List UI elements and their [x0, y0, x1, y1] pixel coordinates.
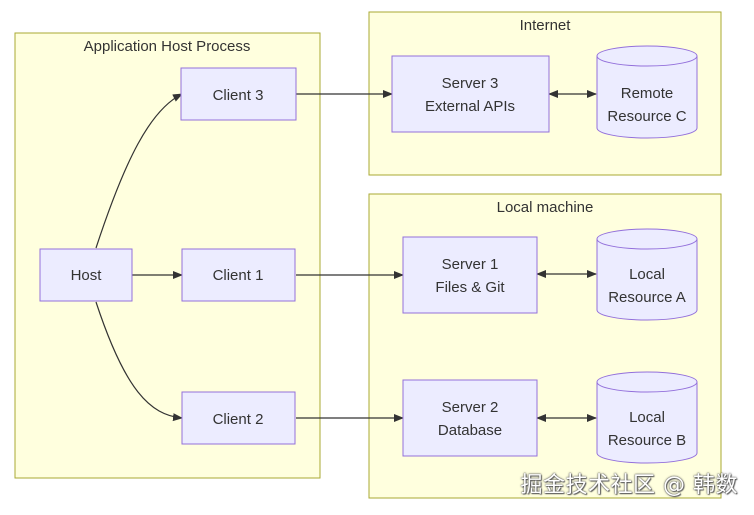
cluster-label-app: Application Host Process — [84, 38, 251, 55]
node-client-2: Client 2 — [181, 391, 296, 445]
resource-a-line1: Local — [629, 266, 665, 283]
edges — [95, 90, 597, 422]
resource-a-line2: Resource A — [608, 289, 686, 306]
resource-b-line1: Local — [629, 409, 665, 426]
database-resource-c: Remote Resource C — [596, 45, 698, 139]
resource-b-line2: Resource B — [608, 432, 686, 449]
node-server-2: Server 2 Database — [402, 379, 538, 457]
node-server-3-line1: Server 3 — [442, 75, 499, 92]
node-server-1: Server 1 Files & Git — [402, 236, 538, 314]
node-client-3-label: Client 3 — [213, 87, 264, 104]
node-host: Host — [39, 248, 133, 302]
cluster-label-local: Local machine — [497, 199, 594, 216]
node-server-1-line1: Server 1 — [442, 256, 499, 273]
node-server-2-line2: Database — [438, 422, 502, 439]
database-resource-a: Local Resource A — [596, 228, 698, 321]
node-server-3: Server 3 External APIs — [391, 55, 550, 133]
node-server-2-line1: Server 2 — [442, 399, 499, 416]
node-host-label: Host — [71, 267, 103, 284]
node-client-1-label: Client 1 — [213, 267, 264, 284]
edge-host-client3 — [95, 93, 183, 249]
resource-c-line2: Resource C — [607, 108, 686, 125]
cluster-label-internet: Internet — [520, 17, 572, 34]
node-server-1-line2: Files & Git — [435, 279, 505, 296]
resource-c-line1: Remote — [621, 85, 674, 102]
node-client-2-label: Client 2 — [213, 411, 264, 428]
node-server-3-line2: External APIs — [425, 98, 515, 115]
node-client-3: Client 3 — [180, 67, 297, 121]
watermark: 掘金技术社区 @ 韩数 — [520, 473, 738, 498]
database-resource-b: Local Resource B — [596, 371, 698, 464]
node-client-1: Client 1 — [181, 248, 296, 302]
edge-host-client2 — [95, 301, 183, 422]
